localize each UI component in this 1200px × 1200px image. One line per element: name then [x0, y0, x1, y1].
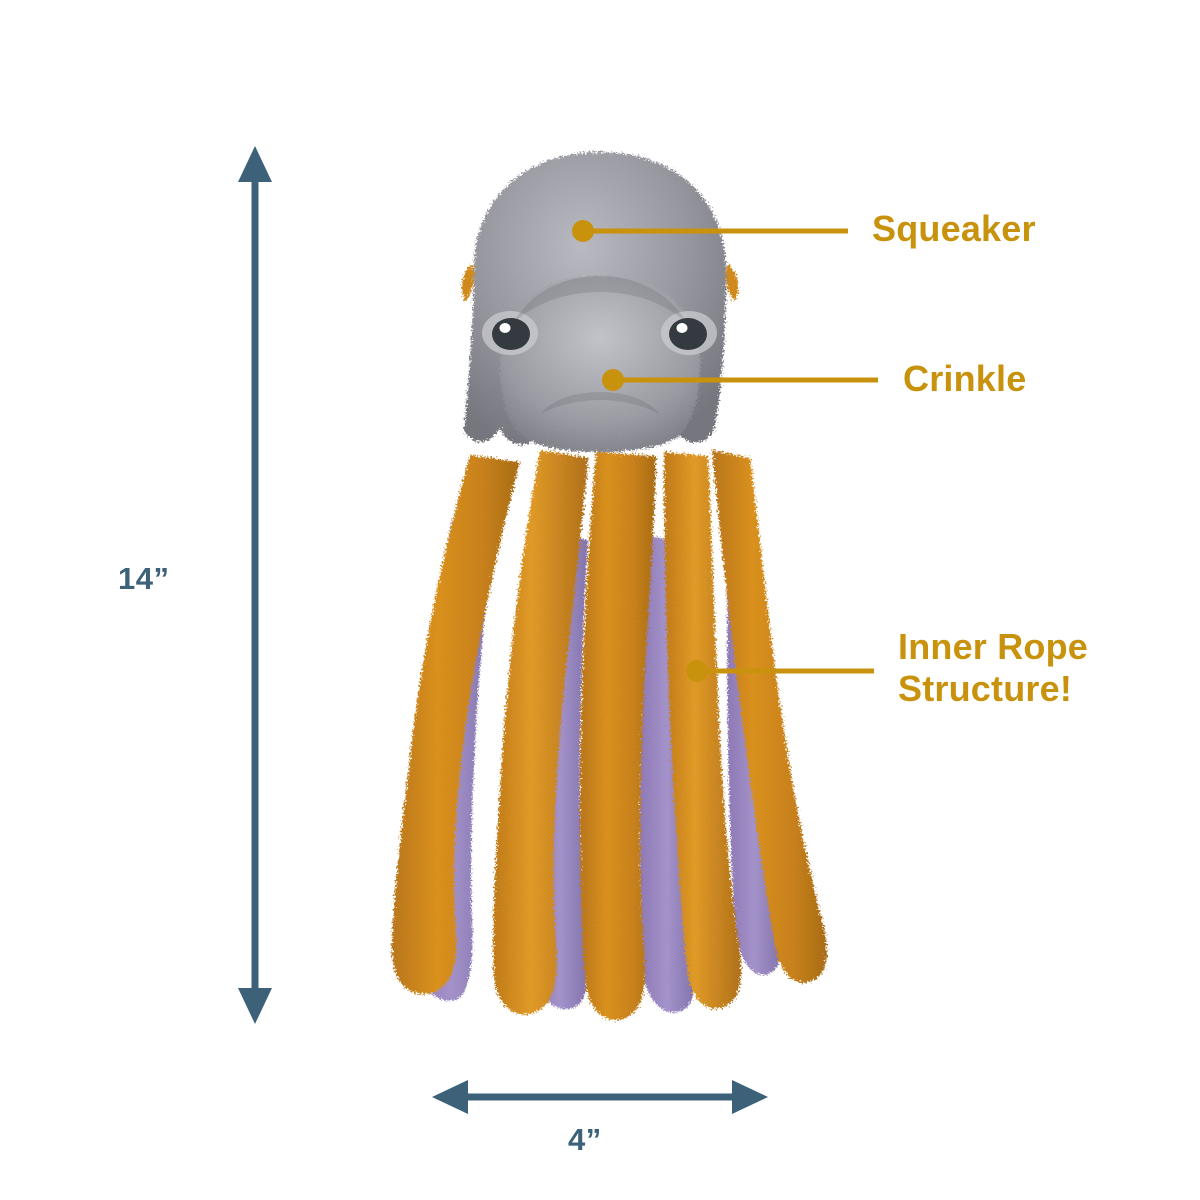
callout-label-inner-rope: Inner Rope Structure! — [898, 626, 1089, 710]
callout-dot-inner-rope — [686, 660, 708, 682]
octopus-head — [461, 152, 739, 452]
width-dimension-arrow — [432, 1080, 768, 1114]
height-dimension-label: 14” — [118, 561, 170, 596]
width-dimension-label: 4” — [568, 1122, 602, 1157]
callout-dot-squeaker — [572, 220, 594, 242]
callout-label-squeaker: Squeaker — [872, 208, 1036, 249]
tentacles — [392, 450, 827, 1021]
callout-dot-crinkle — [602, 369, 624, 391]
callout-line-inner-rope — [686, 660, 874, 682]
callout-line-squeaker — [572, 220, 848, 242]
head-shading — [514, 276, 686, 414]
callout-label-crinkle: Crinkle — [903, 358, 1027, 399]
eyes — [482, 311, 717, 355]
callout-line-crinkle — [602, 369, 878, 391]
height-dimension-arrow — [238, 146, 272, 1024]
tentacle-undersides — [409, 520, 782, 1013]
